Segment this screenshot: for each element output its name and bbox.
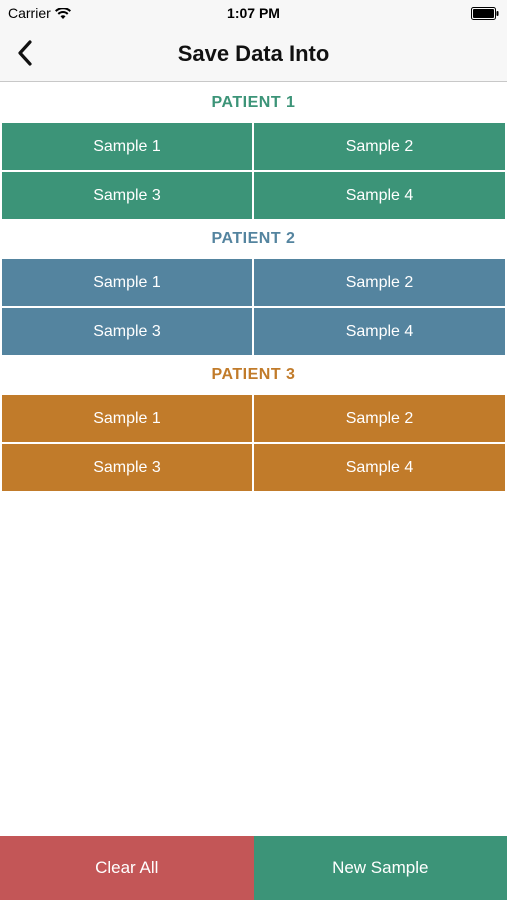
patient-1-sample-2-button[interactable]: Sample 2 bbox=[254, 123, 505, 170]
page-title: Save Data Into bbox=[177, 41, 330, 66]
patient-section-1: PATIENT 1 Sample 1 Sample 2 Sample 3 Sam… bbox=[0, 83, 507, 219]
patient-1-sample-1-button[interactable]: Sample 1 bbox=[2, 123, 252, 170]
bottom-action-bar: Clear All New Sample bbox=[0, 836, 507, 900]
patient-2-sample-1-button[interactable]: Sample 1 bbox=[2, 259, 252, 306]
patient-2-samples: Sample 1 Sample 2 Sample 3 Sample 4 bbox=[0, 259, 507, 355]
carrier-label: Carrier bbox=[8, 5, 51, 21]
patient-1-title: PATIENT 1 bbox=[211, 94, 296, 111]
patient-2-sample-4-button[interactable]: Sample 4 bbox=[254, 308, 505, 355]
status-time: 1:07 PM bbox=[227, 5, 280, 21]
patient-1-sample-3-button[interactable]: Sample 3 bbox=[2, 172, 252, 219]
patient-section-3: PATIENT 3 Sample 1 Sample 2 Sample 3 Sam… bbox=[0, 355, 507, 491]
patient-1-samples: Sample 1 Sample 2 Sample 3 Sample 4 bbox=[0, 123, 507, 219]
patient-3-samples: Sample 1 Sample 2 Sample 3 Sample 4 bbox=[0, 395, 507, 491]
navigation-bar: Save Data Into bbox=[0, 28, 507, 82]
patient-2-sample-3-button[interactable]: Sample 3 bbox=[2, 308, 252, 355]
battery-icon bbox=[471, 7, 499, 20]
back-button[interactable] bbox=[8, 38, 42, 72]
patient-1-sample-4-button[interactable]: Sample 4 bbox=[254, 172, 505, 219]
patient-3-sample-2-button[interactable]: Sample 2 bbox=[254, 395, 505, 442]
chevron-left-icon bbox=[17, 39, 33, 71]
patient-section-2: PATIENT 2 Sample 1 Sample 2 Sample 3 Sam… bbox=[0, 219, 507, 355]
patient-list: PATIENT 1 Sample 1 Sample 2 Sample 3 Sam… bbox=[0, 83, 507, 491]
patient-2-sample-2-button[interactable]: Sample 2 bbox=[254, 259, 505, 306]
clear-all-button[interactable]: Clear All bbox=[0, 836, 254, 900]
wifi-icon bbox=[54, 7, 71, 19]
patient-3-sample-4-button[interactable]: Sample 4 bbox=[254, 444, 505, 491]
patient-3-sample-1-button[interactable]: Sample 1 bbox=[2, 395, 252, 442]
patient-3-sample-3-button[interactable]: Sample 3 bbox=[2, 444, 252, 491]
new-sample-button[interactable]: New Sample bbox=[253, 836, 507, 900]
patient-3-title: PATIENT 3 bbox=[211, 366, 296, 383]
patient-2-title: PATIENT 2 bbox=[211, 230, 296, 247]
status-bar: Carrier 1:07 PM bbox=[0, 0, 507, 28]
status-right bbox=[471, 7, 499, 23]
status-left: Carrier bbox=[8, 5, 71, 21]
